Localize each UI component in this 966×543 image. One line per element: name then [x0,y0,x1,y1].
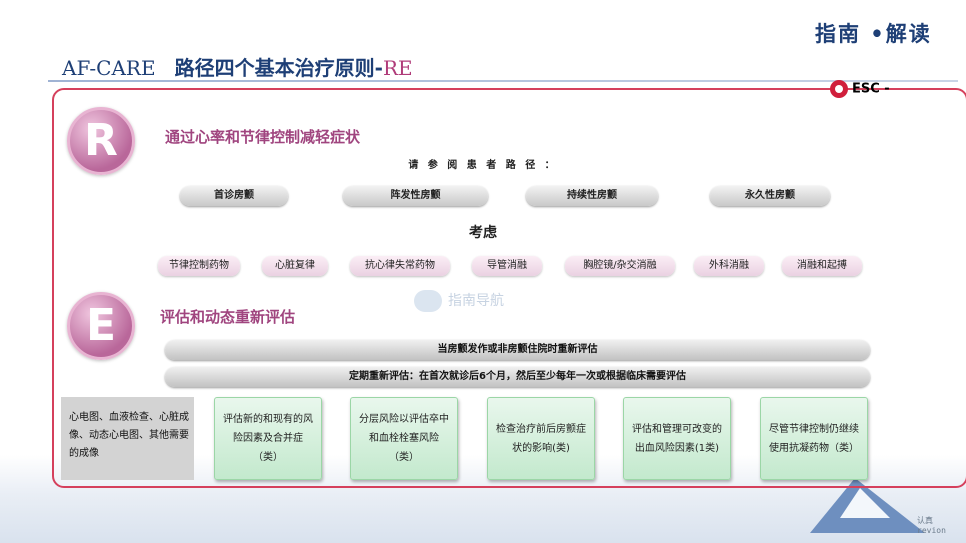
consideration-tag: 外科消融 [694,256,764,276]
assessment-box-text: 评估新的和现有的风险因素及合并症（类） [223,414,313,463]
title-suffix: RE [382,56,413,80]
corner-note: 认真 revion [917,516,946,535]
pathway-pill: 阵发性房颤 [343,186,488,206]
brand-logo-text: 指南 •解读 [815,21,932,46]
periodic-reassess-bar: 定期重新评估：在首次就诊后6个月，然后至少每年一次或根据临床需要评估 [165,367,870,387]
consideration-tag: 节律控制药物 [158,256,240,276]
title-main: 路径四个基本治疗原则- [174,56,383,80]
reassess-bar: 当房颤发作或非房颤住院时重新评估 [165,340,870,360]
section-r-title: 通过心率和节律控制减轻症状 [165,128,361,146]
pathway-pill: 持续性房颤 [526,186,658,206]
wechat-icon [414,290,442,312]
consideration-tag: 消融和起搏 [782,256,862,276]
consideration-tag: 胸腔镜/杂交消融 [565,256,675,276]
pathway-hint: 请 参 阅 患 者 路 径 ： [408,160,558,171]
consider-label: 考虑 [469,225,497,241]
watermark-text: 指南导航 [448,293,504,309]
mountain-snow-image [840,488,890,518]
watermark: 指南导航 [414,290,504,312]
e-badge-icon: E [67,292,135,360]
imaging-box: 心电图、血液检查、心脏成像、动态心电图、其他需要的成像 [61,397,194,480]
r-badge-icon: R [67,107,135,175]
consideration-tag: 抗心律失常药物 [350,256,450,276]
assessment-box-text: 评估和管理可改变的出血风险因素(1类) [632,423,722,454]
assessment-box: 分层风险以评估卒中和血栓栓塞风险（类） [350,397,458,480]
pathway-pill: 首诊房颤 [180,186,288,206]
assessment-box: 尽管节律控制仍继续使用抗凝药物（类） [760,397,868,480]
consideration-tag: 导管消融 [472,256,542,276]
heart-icon [830,80,848,98]
title-divider [48,80,958,82]
content-frame [52,88,966,488]
assessment-box-text: 分层风险以评估卒中和血栓栓塞风险（类） [359,414,449,463]
assessment-box: 检查治疗前后房颤症状的影响(类) [487,397,595,480]
assessment-box: 评估和管理可改变的出血风险因素(1类) [623,397,731,480]
section-e-title: 评估和动态重新评估 [160,308,296,326]
consideration-tag: 心脏复律 [262,256,328,276]
esc-label: ESC - [852,81,890,97]
assessment-box-text: 检查治疗前后房颤症状的影响(类) [496,423,586,454]
pathway-pill: 永久性房颤 [710,186,830,206]
assessment-box-text: 尽管节律控制仍继续使用抗凝药物（类） [769,423,859,454]
assessment-box: 评估新的和现有的风险因素及合并症（类） [214,397,322,480]
esc-logo: ESC - [830,80,890,98]
title-prefix: AF-CARE [62,56,156,80]
page-title: AF-CARE 路径四个基本治疗原则-RE [62,52,413,81]
